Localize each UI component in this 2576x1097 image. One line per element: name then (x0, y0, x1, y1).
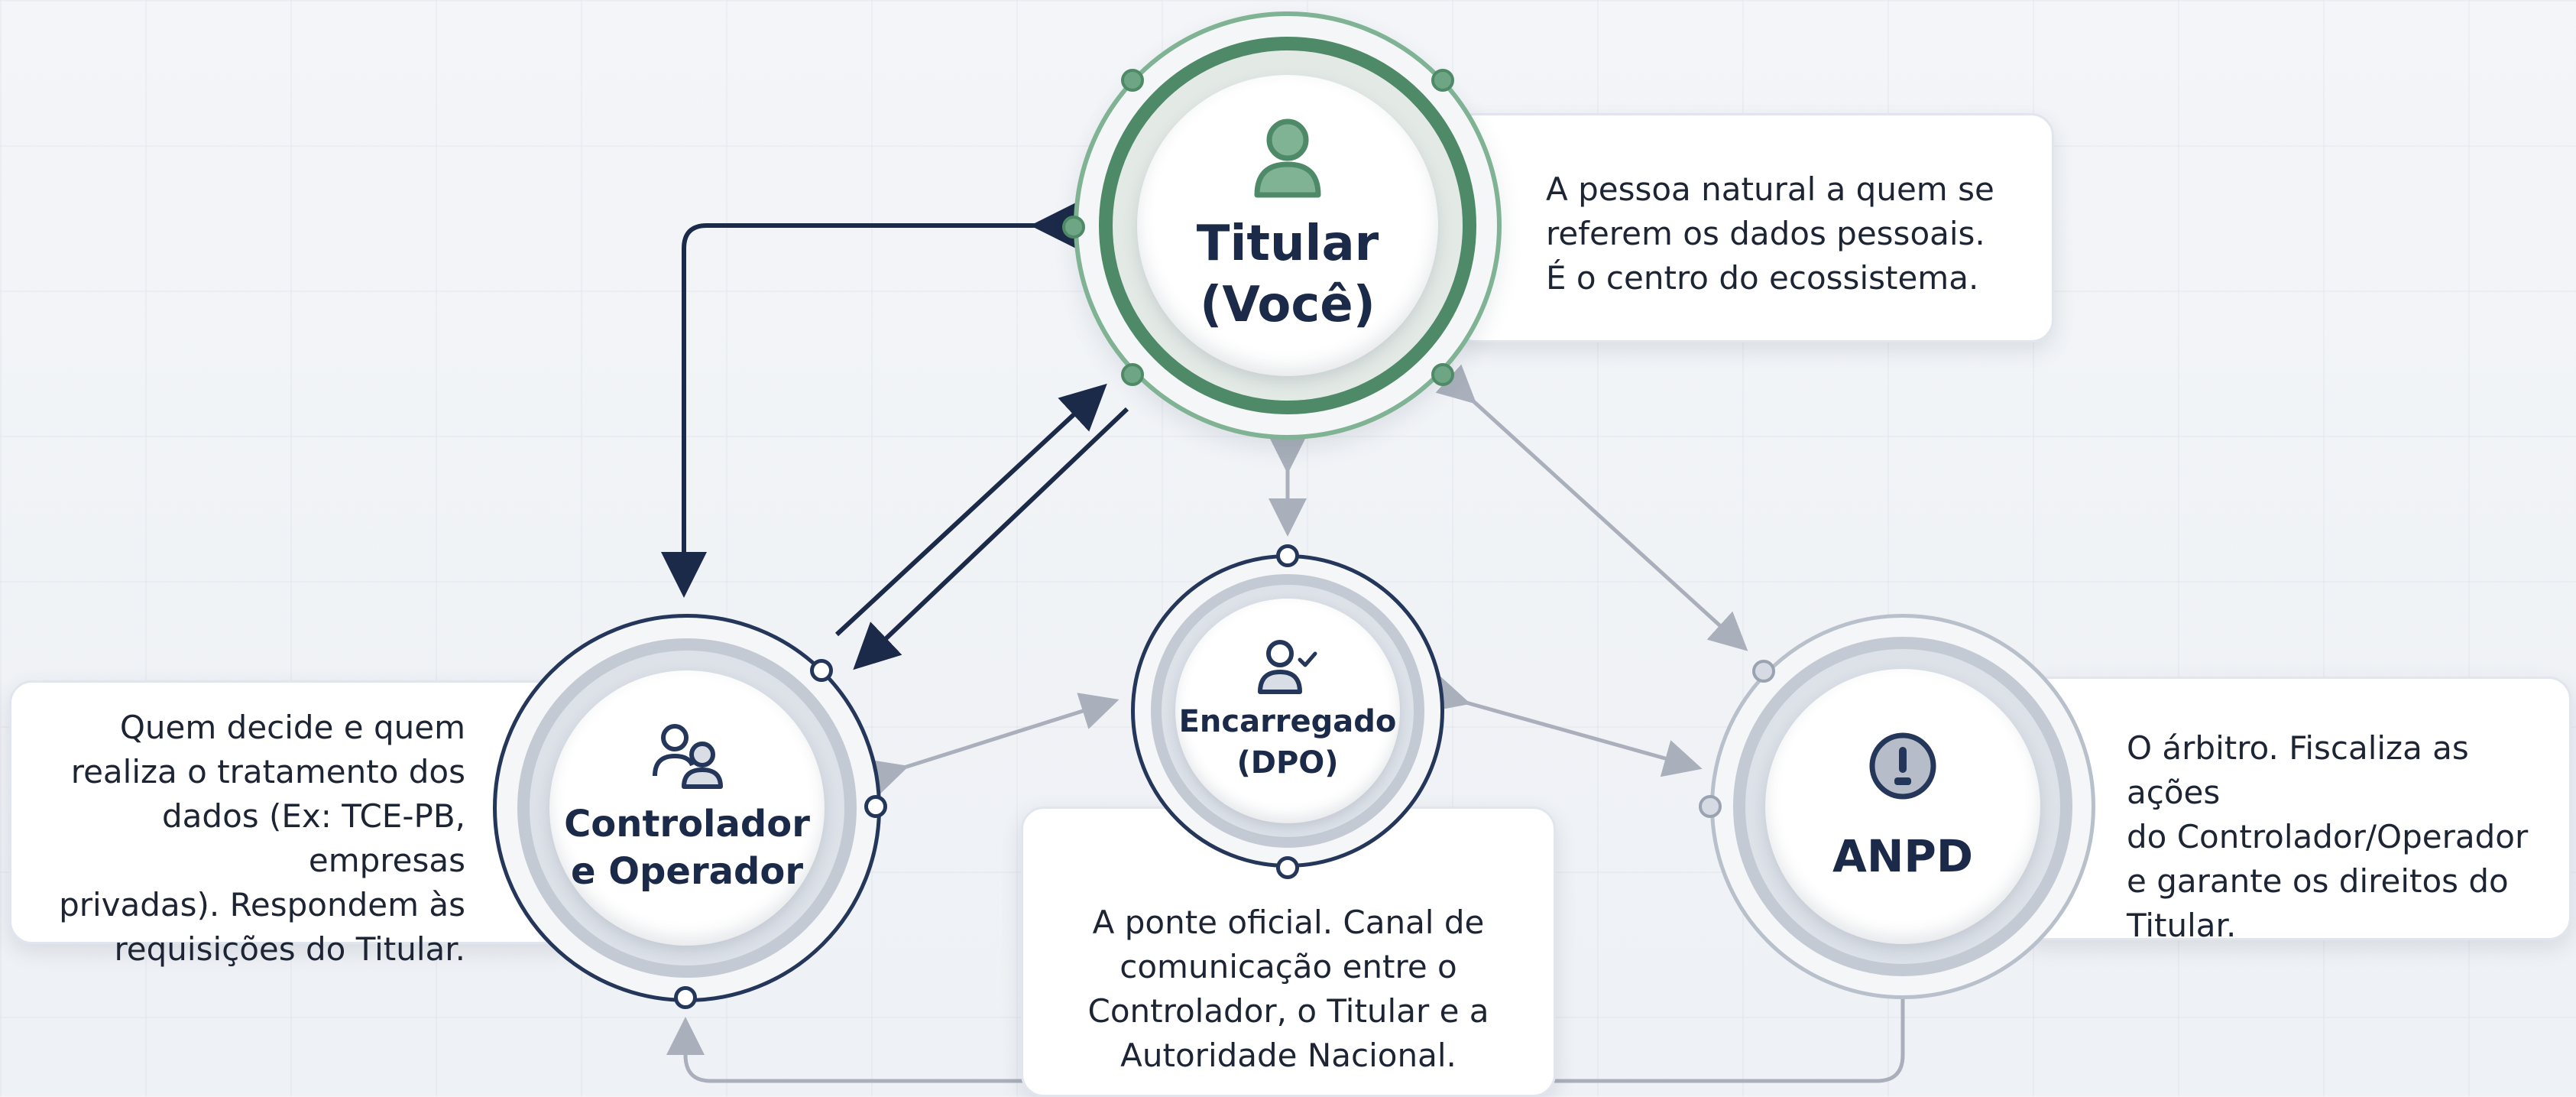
dpo-description-line: comunicação entre o (1120, 948, 1457, 985)
titular-description-line: É o centro do ecossistema. (1546, 259, 1979, 297)
connector-dot (1276, 856, 1299, 879)
connector-dot (1121, 69, 1144, 92)
connector-dot (1431, 69, 1454, 92)
dpo-node[interactable]: Encarregado (DPO) (1175, 599, 1400, 823)
connector-dot (1276, 544, 1299, 567)
titular-description-line: A pessoa natural a quem se (1546, 170, 1994, 208)
anpd-title: ANPD (1832, 830, 1974, 882)
anpd-description-line: Titular. (2127, 907, 2237, 944)
controlador-description-line: Quem decide e quem (119, 709, 465, 746)
titular-title-line1: Titular (1196, 216, 1379, 272)
arrow-dpo-anpd (1428, 675, 1703, 777)
connector-dot (1121, 363, 1144, 386)
connector-dot (1431, 363, 1454, 386)
arrow-titular-controlador-elbow (661, 203, 1076, 598)
person-icon (1254, 118, 1321, 198)
user-check-icon (1258, 640, 1317, 694)
anpd-description-card: O árbitro. Fiscaliza as ações do Control… (2017, 677, 2571, 944)
titular-title-line2: (Você) (1200, 277, 1375, 333)
titular-description-card: A pessoa natural a quem se referem os da… (1452, 113, 2054, 342)
connector-dot (1752, 660, 1775, 683)
connector-dot (864, 795, 887, 818)
arrow-controlador-to-titular (834, 383, 1107, 637)
titular-node[interactable]: Titular (Você) (1137, 75, 1438, 376)
arrow-titular-anpd (1435, 364, 1748, 651)
connector-dot (674, 986, 697, 1009)
controlador-description-line: dados (Ex: TCE-PB, empresas (162, 797, 465, 879)
connector-dot (1699, 795, 1722, 818)
controlador-node[interactable]: Controlador e Operador (549, 670, 825, 946)
controlador-description-line: requisições do Titular. (114, 930, 465, 968)
arrow-titular-to-controlador (853, 407, 1129, 670)
titular-description-line: referem os dados pessoais. (1546, 215, 1985, 252)
exclamation-icon (1869, 732, 1936, 800)
controlador-title-line1: Controlador (564, 803, 810, 845)
dpo-description-line: Controlador, o Titular e a (1087, 992, 1489, 1030)
connector-dot (810, 659, 833, 682)
controlador-title-line2: e Operador (570, 850, 804, 893)
dpo-description-line: Autoridade Nacional. (1120, 1037, 1456, 1074)
anpd-description-line: do Controlador/Operador (2127, 818, 2529, 855)
anpd-description-line: O árbitro. Fiscaliza as ações (2127, 729, 2469, 811)
anpd-node[interactable]: ANPD (1765, 669, 2040, 944)
anpd-description-line: e garante os direitos do (2127, 862, 2509, 900)
connector-dot (1062, 216, 1085, 239)
users-icon (653, 724, 723, 789)
dpo-description-line: A ponte oficial. Canal de (1092, 904, 1485, 941)
dpo-title-line2: (DPO) (1236, 745, 1339, 781)
controlador-description-line: realiza o tratamento dos (70, 753, 465, 790)
arrow-controlador-dpo (867, 693, 1120, 796)
dpo-title-line1: Encarregado (1178, 704, 1397, 739)
controlador-description-line: privadas). Respondem às (59, 886, 465, 923)
